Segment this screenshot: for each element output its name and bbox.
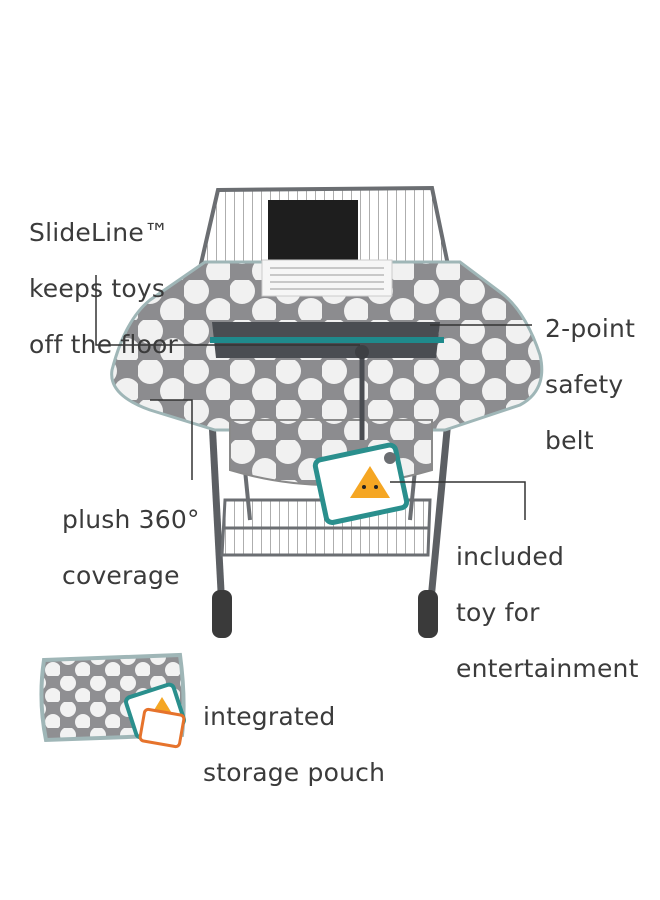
cart-cover (110, 259, 544, 486)
cart-back-panel (268, 200, 358, 262)
callout-plush-line2: coverage (62, 561, 180, 590)
callout-belt: 2-point safety belt (545, 287, 635, 483)
callout-slideline-line2: keeps toys (29, 274, 166, 303)
callout-lines (95, 275, 532, 520)
callout-pouch-line1: integrated (203, 702, 336, 731)
wheel-right (418, 590, 438, 638)
callout-belt-line3: belt (545, 426, 594, 455)
callout-slideline-line1: SlideLine™ (29, 218, 170, 247)
wheel-left (212, 590, 232, 638)
callout-slideline-line3: off the floor (29, 330, 179, 359)
storage-pouch (39, 652, 186, 749)
callout-pouch: integrated storage pouch (203, 675, 385, 815)
shopping-cart (197, 185, 452, 638)
callout-belt-line2: safety (545, 370, 624, 399)
callout-slideline: SlideLine™ keeps toys off the floor (29, 191, 178, 387)
callout-belt-line1: 2-point (545, 314, 636, 343)
callout-toy-line3: entertainment (456, 654, 639, 683)
callout-pouch-line2: storage pouch (203, 758, 386, 787)
callout-toy: included toy for entertainment (456, 515, 639, 711)
callout-toy-line1: included (456, 542, 565, 571)
toy-card (312, 442, 410, 526)
callout-plush-line1: plush 360° (62, 505, 200, 534)
care-label (261, 259, 393, 297)
callout-toy-line2: toy for (456, 598, 540, 627)
callout-plush: plush 360° coverage (62, 478, 200, 618)
